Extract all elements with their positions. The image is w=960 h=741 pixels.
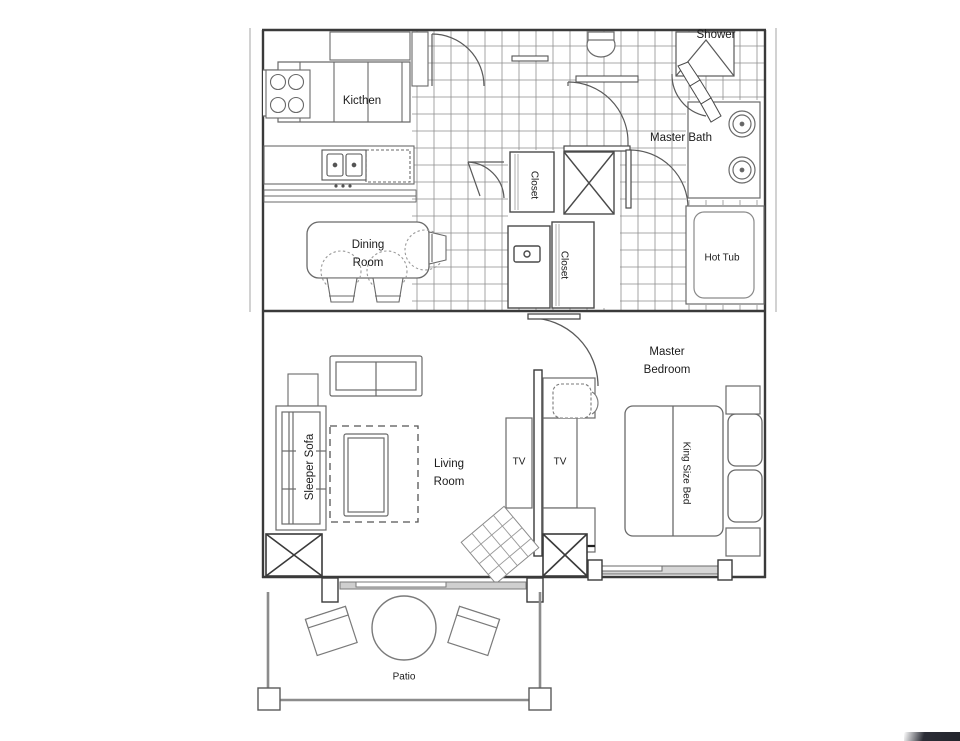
entry-door-swing xyxy=(431,33,485,87)
bedroom-window-box xyxy=(542,533,588,577)
accent-chair xyxy=(460,505,540,585)
toilet-icon xyxy=(586,31,616,58)
bath-door-leaf xyxy=(563,145,632,209)
label-dining-room-line2: Room xyxy=(353,257,384,269)
sleeper-sofa xyxy=(275,405,327,531)
label-patio: Patio xyxy=(393,672,416,683)
label-sleeper-sofa: Sleeper Sofa xyxy=(304,433,316,500)
closet-door-swing xyxy=(467,161,505,199)
loveseat xyxy=(329,355,423,397)
kitchen-sink-icon xyxy=(321,149,367,181)
coffee-table xyxy=(343,433,389,517)
label-dining-room-line1: Dining xyxy=(352,239,385,251)
room-labels: Kicthen Dining Room Master Bath Shower H… xyxy=(304,29,740,683)
towel-bar xyxy=(511,55,639,83)
area-rug xyxy=(329,425,419,523)
hot-tub-area xyxy=(685,205,765,305)
living-window-box xyxy=(265,533,323,577)
label-shower: Shower xyxy=(697,29,736,41)
label-king-size-bed: King Size Bed xyxy=(680,442,691,505)
shower-enclosure xyxy=(671,31,735,123)
label-tv-right: TV xyxy=(554,457,567,468)
patio-chair-right xyxy=(447,605,501,657)
sink-faucet-icon xyxy=(334,184,352,188)
label-hot-tub: Hot Tub xyxy=(704,253,739,264)
dining-table xyxy=(306,221,446,292)
label-tv-left: TV xyxy=(513,457,526,468)
kitchen-pantry xyxy=(411,31,429,87)
breakfast-bar xyxy=(263,189,417,203)
label-kitchen: Kicthen xyxy=(343,95,381,107)
king-size-bed xyxy=(624,405,763,537)
label-master-bath: Master Bath xyxy=(650,132,712,144)
nightstand xyxy=(725,385,761,557)
closet-block xyxy=(507,151,615,309)
corner-artifact xyxy=(904,732,960,741)
patio-posts xyxy=(257,687,552,711)
desk-chair xyxy=(552,383,599,419)
dining-chairs xyxy=(326,231,447,303)
master-bath-vanity xyxy=(687,101,761,199)
stove-icon xyxy=(265,69,311,119)
label-living-room-line1: Living xyxy=(434,458,464,470)
bedroom-door-swing xyxy=(527,313,599,387)
patio-sliding-door xyxy=(321,577,544,603)
patio-area xyxy=(266,592,542,702)
label-master-bedroom-line2: Bedroom xyxy=(644,364,691,376)
label-living-room-line2: Room xyxy=(434,476,465,488)
bath-door-swings xyxy=(567,81,689,209)
label-master-bedroom-line1: Master xyxy=(649,346,684,358)
exterior-walls xyxy=(249,28,777,579)
bedroom-sliding-door xyxy=(587,559,733,581)
side-table xyxy=(287,373,319,407)
patio-table xyxy=(371,595,437,661)
patio-chair-left xyxy=(304,605,358,657)
label-closet-upper: Closet xyxy=(528,171,539,200)
label-closet-lower: Closet xyxy=(558,251,569,280)
